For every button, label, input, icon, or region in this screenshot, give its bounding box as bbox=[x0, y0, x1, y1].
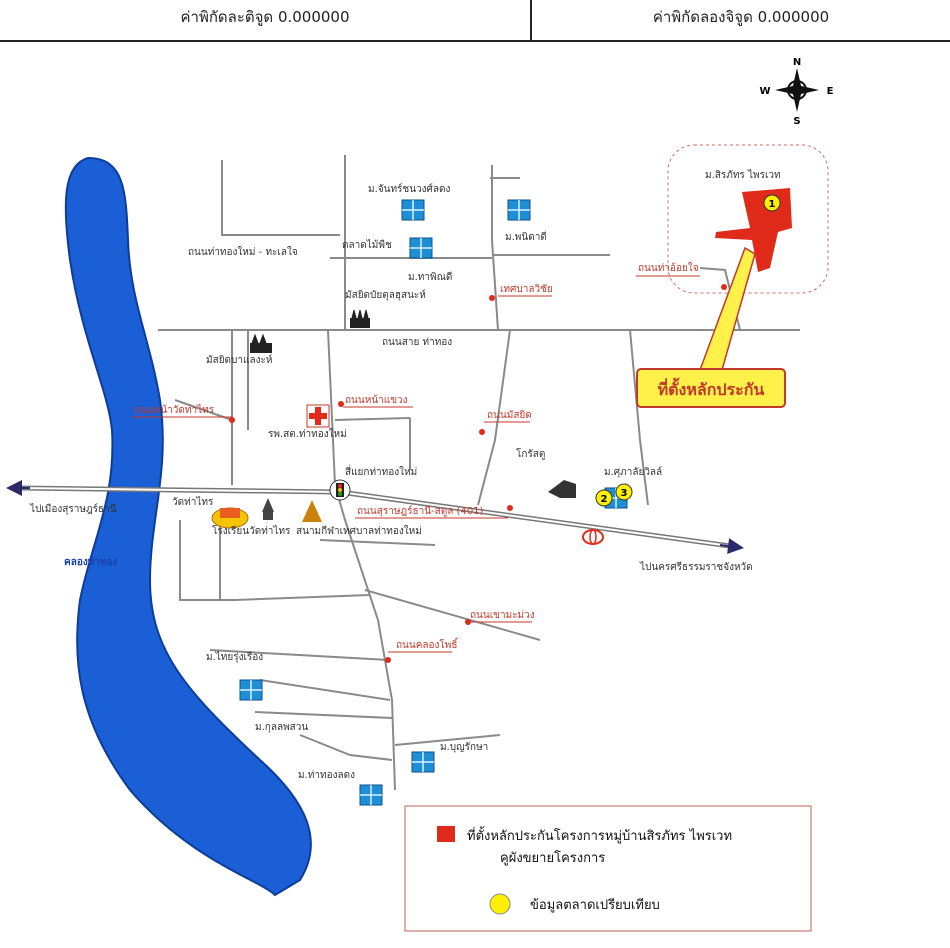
label-moo-panid: ม.พนิดาดี bbox=[505, 231, 547, 243]
compass-n: N bbox=[793, 57, 801, 68]
hospital-icon bbox=[306, 404, 330, 428]
label-road-main-h: ถนนสาย ท่าทอง bbox=[382, 337, 452, 348]
legend-item-3: ข้อมูลตลาดเปรียบเทียบ bbox=[530, 897, 660, 913]
label-road-main-diag: ถนนสุราษฎร์ธานี-สตูล (401) bbox=[357, 505, 484, 517]
label-road-hosp: ถนนหน้าแขวง bbox=[345, 394, 408, 406]
marker-1 bbox=[763, 194, 781, 212]
marker-2-label: 2 bbox=[601, 494, 608, 505]
mosque-icon bbox=[250, 333, 272, 353]
label-to-right: ไปนครศรีธรรมราชจังหวัด bbox=[639, 561, 753, 573]
housing-icon bbox=[401, 199, 425, 221]
traffic-light-icon bbox=[329, 479, 351, 501]
legend-item-1: ที่ตั้งหลักประกันโครงการหมู่บ้านสิรภัทร … bbox=[467, 826, 732, 844]
marker-1-label: 1 bbox=[769, 199, 776, 210]
label-intersection: สี่แยกท่าทองใหม่ bbox=[345, 464, 417, 478]
building-icon bbox=[548, 480, 576, 498]
label-road-lower2: ถนนคลองโพธิ์ bbox=[396, 637, 459, 651]
housing-icon bbox=[239, 679, 263, 701]
project-area-outline bbox=[667, 144, 829, 294]
housing-icon bbox=[507, 199, 531, 221]
label-moo-mid: ม.ทาพิณดี bbox=[408, 271, 452, 283]
marker-2 bbox=[595, 489, 613, 507]
label-canal: คลองท่าทอง bbox=[64, 556, 118, 568]
location-map: N S E W ม.สิรภัทร ไพรเวท 1 ถนนท่าอ้อยใจ … bbox=[6, 57, 834, 932]
toyota-icon bbox=[582, 529, 604, 545]
label-road-right-mid: ถนนมัสยิด bbox=[487, 410, 532, 421]
marker-3 bbox=[615, 483, 633, 501]
label-khotdam: โกรัสตู bbox=[516, 447, 545, 460]
label-moo-sw3: ม.ท่าทองลดง bbox=[298, 770, 355, 781]
legend-item-2: คูผังขยายโครงการ bbox=[500, 850, 605, 866]
label-school-top: มัสยิดบัยตุลฮุสนะห์ bbox=[345, 289, 426, 301]
road-dots bbox=[229, 295, 513, 663]
highway-401 bbox=[6, 480, 744, 554]
callout-pointer bbox=[698, 246, 756, 371]
label-moo-right: ม.ศุภาลัยวิลล์ bbox=[604, 466, 662, 478]
label-road-top-right: ถนนท่าอ้อยใจ bbox=[638, 262, 699, 274]
label-stadium: สนามกีฬาเทศบาลท่าทองใหม่ bbox=[296, 525, 422, 537]
callout-label: ที่ตั้งหลักประกัน bbox=[658, 377, 765, 399]
label-moo-sw1: ม.ไทยรุ่งเรือง bbox=[206, 651, 263, 663]
label-mosque-left: มัสยิดบาแลงะห์ bbox=[206, 354, 272, 366]
latitude-label: ค่าพิกัดละติจูด 0.000000 bbox=[180, 8, 350, 26]
legend-site-swatch bbox=[437, 826, 455, 842]
housing-icon bbox=[409, 237, 433, 259]
label-hospital: รพ.สต.ท่าทองใหม่ bbox=[268, 428, 347, 440]
legend: ที่ตั้งหลักประกันโครงการหมู่บ้านสิรภัทร … bbox=[404, 805, 812, 932]
label-wat-thai: วัดท่าไทร bbox=[172, 496, 214, 508]
mosque-icon bbox=[350, 309, 370, 328]
header-divider bbox=[530, 0, 532, 40]
legend-compare-swatch bbox=[489, 893, 511, 915]
marker-3-label: 3 bbox=[621, 488, 628, 499]
label-road-left-mid: ถนนหน้าวัดท่าไทร bbox=[134, 404, 215, 416]
label-talad: ตลาดไม้พืช bbox=[342, 239, 392, 251]
coordinates-header: ค่าพิกัดละติจูด 0.000000 ค่าพิกัดลองจิจู… bbox=[0, 0, 950, 42]
housing-icon bbox=[359, 784, 383, 806]
label-to-left: ไปเมืองสุราษฎร์ธานี bbox=[29, 503, 117, 515]
label-bankwichai: เทศบาลวิชัย bbox=[500, 284, 553, 295]
label-road-top-left: ถนนท่าทองใหม่ - ทะเลใจ bbox=[188, 246, 298, 258]
callout-box bbox=[636, 368, 786, 408]
temple-icon bbox=[262, 498, 274, 520]
river bbox=[64, 156, 312, 897]
compass-icon: N S E W bbox=[759, 57, 833, 127]
label-moo-sw2: ม.กุลลพสวน bbox=[255, 722, 308, 733]
housing-icon bbox=[411, 751, 435, 773]
label-school-wat: โรงเรียนวัดท่าไทร bbox=[212, 524, 291, 537]
school-icon bbox=[211, 507, 249, 529]
longitude-label: ค่าพิกัดลองจิจูด 0.000000 bbox=[652, 8, 830, 26]
label-moo-s: ม.บุญรักษา bbox=[440, 742, 488, 753]
compass-s: S bbox=[793, 116, 800, 127]
label-moo-chanwong: ม.จันทร์ชนวงศ์ลดง bbox=[368, 183, 451, 195]
stadium-icon bbox=[302, 500, 322, 522]
label-moo-sirinapat: ม.สิรภัทร ไพรเวท bbox=[705, 169, 781, 181]
compass-w: W bbox=[759, 86, 770, 97]
label-road-lower1: ถนนเขามะม่วง bbox=[470, 610, 535, 621]
compass-e: E bbox=[827, 86, 834, 97]
